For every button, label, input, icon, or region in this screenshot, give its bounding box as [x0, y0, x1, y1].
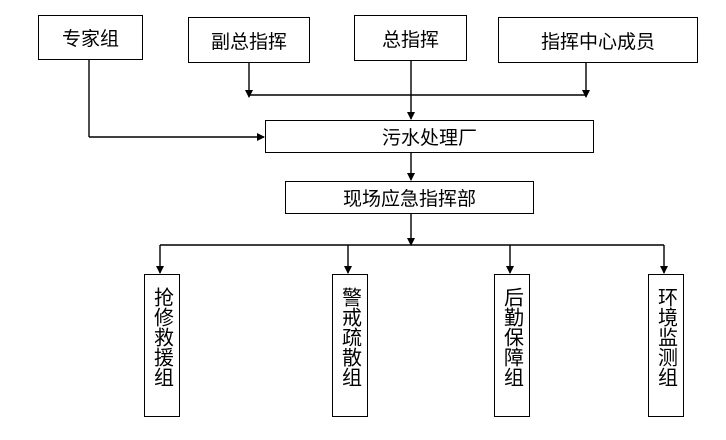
command-center-members-label: 指挥中心成员	[540, 30, 655, 53]
repair-rescue-group-label: 抢修救援组	[150, 287, 175, 387]
environment-monitoring-group-box: 环境监测组	[648, 274, 684, 417]
onsite-hq-box: 现场应急指挥部	[285, 181, 534, 214]
cordon-evacuation-group-label: 警戒疏散组	[338, 287, 363, 387]
environment-monitoring-group-label: 环境监测组	[654, 287, 679, 387]
onsite-hq-label: 现场应急指挥部	[342, 188, 476, 210]
deputy-commander-label: 副总指挥	[210, 30, 287, 53]
cordon-evacuation-group-box: 警戒疏散组	[332, 274, 368, 417]
plant-box: 污水处理厂	[265, 120, 594, 153]
logistics-group-box: 后勤保障组	[494, 274, 530, 417]
logistics-group-label: 后勤保障组	[500, 287, 525, 387]
expert-group-box: 专家组	[38, 15, 143, 60]
command-center-members-box: 指挥中心成员	[498, 17, 698, 63]
chief-commander-box: 总指挥	[354, 15, 467, 61]
expert-group-label: 专家组	[61, 28, 119, 50]
chief-commander-label: 总指挥	[381, 28, 439, 51]
repair-rescue-group-box: 抢修救援组	[144, 274, 180, 417]
deputy-commander-box: 副总指挥	[188, 17, 310, 63]
plant-label: 污水处理厂	[381, 127, 477, 149]
